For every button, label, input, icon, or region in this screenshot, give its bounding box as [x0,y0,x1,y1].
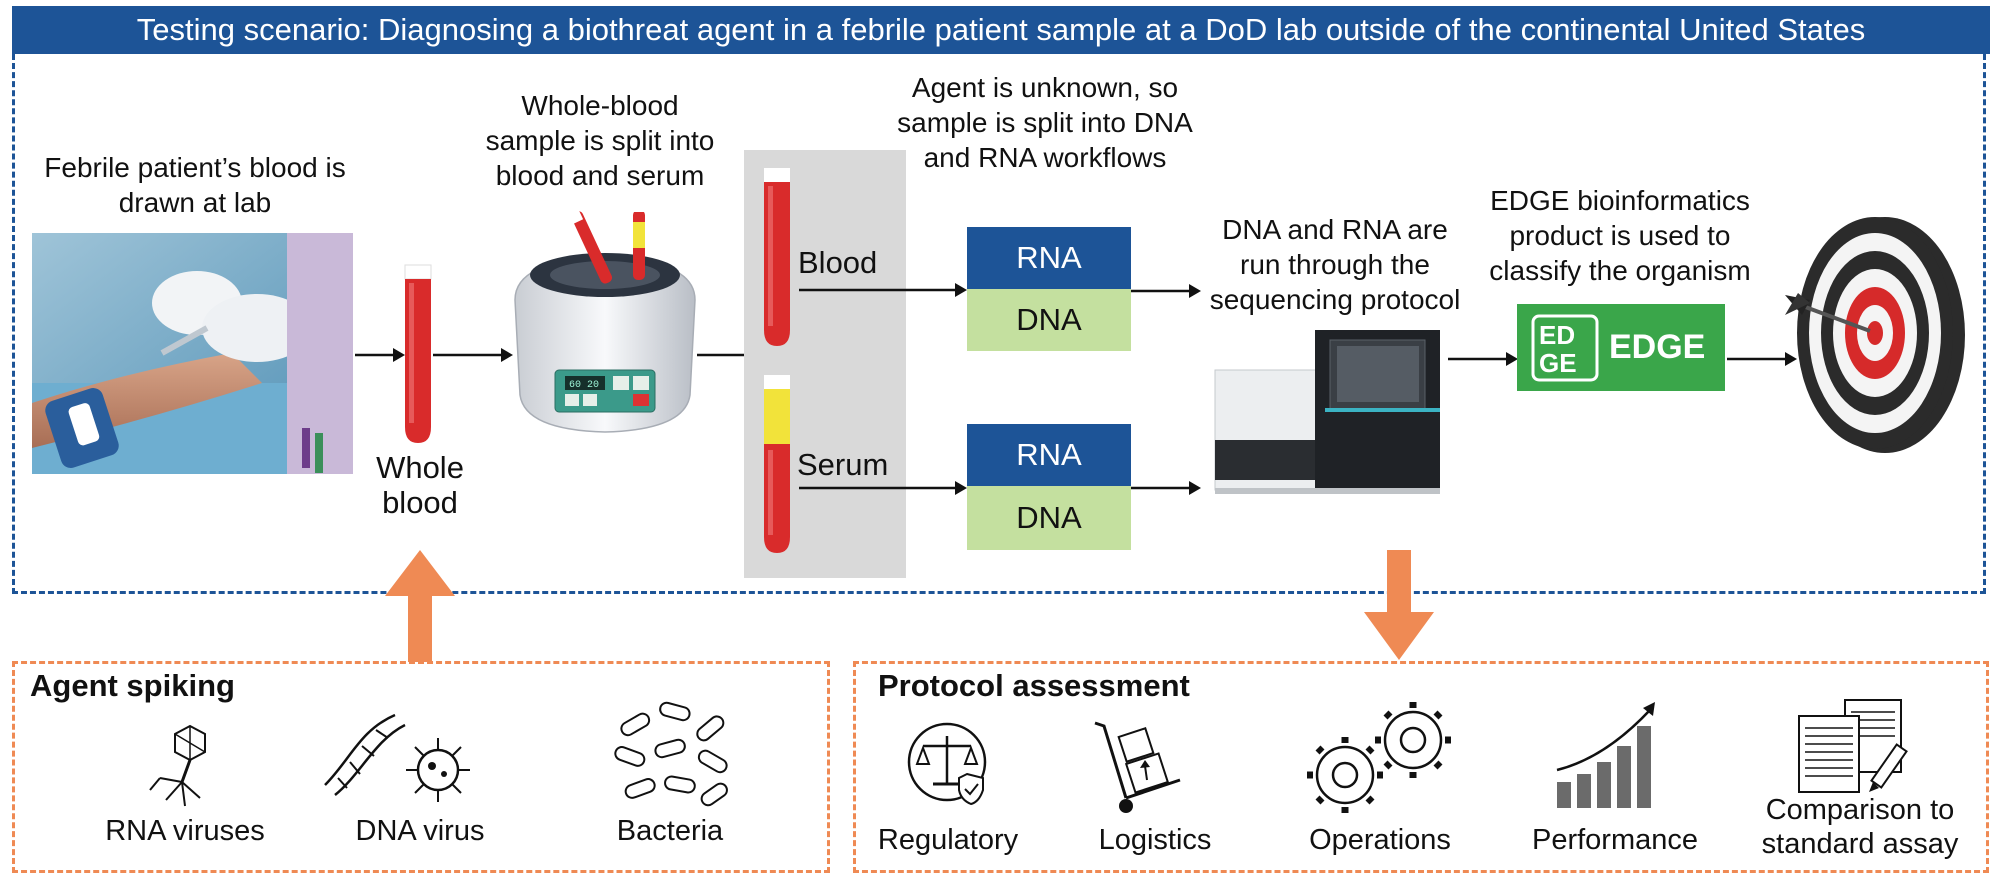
centrifuge-icon: 60 20 [514,204,696,433]
protocol-assessment-panel [853,661,1989,873]
edge-caption: EDGE bioinformatics product is used to c… [1489,185,1751,286]
svg-text:GE: GE [1539,348,1577,378]
serum-dna-box: DNA [967,486,1131,550]
assessment-item-label-3: Operations [1309,824,1451,856]
phage-icon [149,724,206,807]
blood-draw-photo [32,233,353,474]
spiking-item-label-1: RNA viruses [105,815,265,847]
assessment-item-label-1: Regulatory [877,824,1019,856]
gears-icon [1307,702,1451,813]
svg-text:ED: ED [1539,320,1575,350]
hand-truck-icon [1094,721,1181,813]
serum-tube [764,375,790,553]
dna-virus-icon [324,713,470,802]
whole-blood-label: Whole blood [376,450,464,520]
arrow-tube-to-centrifuge [433,348,513,362]
scenario-title: Testing scenario: Diagnosing a biothreat… [12,6,1990,54]
agent-spiking-panel [12,661,830,873]
blood-label: Blood [798,245,878,280]
assessment-item-label-5: Comparison to standard assay [1761,794,1959,860]
agent-spiking-title: Agent spiking [30,668,235,703]
edge-logo: ED GE EDGE [1517,304,1725,391]
documents-pen-icon [1798,699,1908,793]
target-bullseye-icon [1785,217,1965,453]
whole-blood-tube [404,264,432,443]
sequencing-caption: DNA and RNA are run through the sequenci… [1209,214,1461,315]
spiking-arrow-up [385,550,455,662]
blood-dna-box: DNA [967,289,1131,351]
sequencer-icon [1214,330,1440,494]
serum-rna-box: RNA [967,424,1131,486]
arrow-blood-to-sequencer [1131,284,1201,298]
scenario-frame [12,54,1986,594]
protocol-assessment-title: Protocol assessment [878,668,1190,703]
assessment-arrow-down [1364,550,1434,660]
spiking-item-label-2: DNA virus [355,815,485,847]
arrow-serum-to-workflow [799,481,967,495]
edge-logo-text: EDGE [1609,328,1706,366]
bar-chart-growth-icon [1556,702,1655,808]
bacteria-icon [614,701,728,807]
arrow-serum-to-sequencer [1131,481,1201,495]
scales-shield-icon [907,722,987,806]
split-caption: Whole-blood sample is split into blood a… [485,90,715,191]
serum-label: Serum [797,447,889,482]
blood-rna-box: RNA [967,227,1131,289]
spiking-item-label-3: Bacteria [616,815,724,847]
arrow-blood-to-workflow [799,283,967,297]
edge-mark-icon: ED GE [1529,312,1601,384]
unknown-agent-caption: Agent is unknown, so sample is split int… [897,72,1193,173]
assessment-item-label-4: Performance [1531,824,1698,856]
arrow-edge-to-target [1727,352,1797,366]
arrow-sequencer-to-edge [1448,352,1518,366]
assessment-item-label-2: Logistics [1098,824,1212,856]
svg-text:60 20: 60 20 [569,380,599,391]
blood-tube [764,168,790,346]
arrow-draw-to-tube [355,348,405,362]
draw-caption: Febrile patient’s blood is drawn at lab [44,152,346,218]
